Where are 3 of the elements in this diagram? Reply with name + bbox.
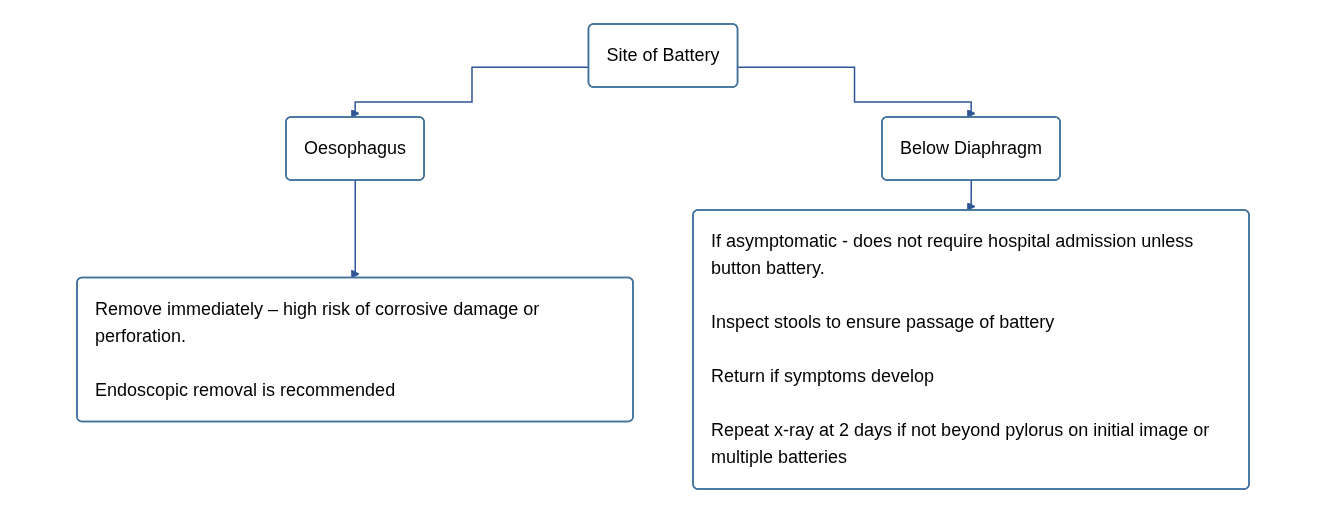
arrow <box>351 179 360 279</box>
arrow <box>966 179 976 211</box>
arrow <box>737 66 976 118</box>
